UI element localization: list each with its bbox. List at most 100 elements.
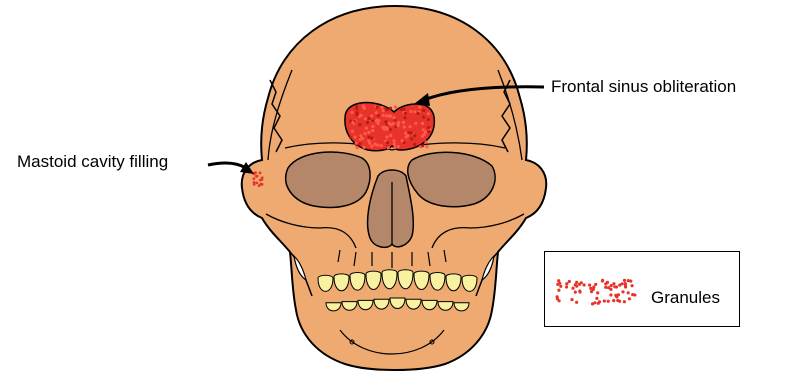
sinus-granule	[377, 114, 380, 117]
sinus-granule	[387, 146, 390, 149]
sinus-granule	[362, 146, 365, 149]
sinus-granule	[390, 123, 393, 126]
sinus-granule	[421, 122, 424, 125]
legend-granule	[618, 284, 621, 287]
sinus-granule	[349, 136, 352, 139]
legend-granule	[596, 291, 599, 294]
sinus-granule	[380, 106, 383, 109]
sinus-granule	[421, 144, 424, 147]
sinus-granule	[413, 134, 416, 137]
sinus-granule	[351, 130, 354, 133]
legend-granule	[557, 289, 560, 292]
legend-granule	[604, 282, 607, 285]
sinus-granule	[366, 121, 369, 124]
sinus-granule	[413, 143, 416, 146]
sinus-granule	[394, 105, 397, 108]
sinus-granule	[393, 143, 396, 146]
mastoid-granule	[253, 177, 256, 180]
arrow-mastoid	[208, 163, 246, 168]
sinus-granule	[409, 125, 412, 128]
legend-granule	[570, 298, 573, 301]
legend-granule	[592, 286, 595, 289]
sinus-granule	[418, 106, 421, 109]
sinus-granule	[424, 130, 427, 133]
sinus-granule	[385, 135, 388, 138]
sinus-granule	[367, 139, 370, 142]
legend-granule	[621, 290, 624, 293]
sinus-granule	[370, 114, 373, 117]
sinus-granule	[386, 128, 389, 131]
sinus-granule	[365, 127, 368, 130]
sinus-granule	[356, 113, 359, 116]
legend-granule	[607, 286, 610, 289]
sinus-granule	[401, 139, 404, 142]
sinus-granule	[389, 128, 392, 131]
legend-granule	[631, 284, 634, 287]
granules-swatch-icon	[553, 272, 643, 312]
legend-granule	[616, 299, 619, 302]
legend-granule	[607, 300, 610, 303]
sinus-granule	[397, 145, 400, 148]
sinus-granule	[400, 108, 403, 111]
legend-label: Granules	[651, 288, 720, 308]
sinus-granule	[371, 119, 374, 122]
sinus-granule	[375, 111, 378, 114]
sinus-granule	[367, 117, 370, 120]
legend-granule	[591, 302, 594, 305]
legend-granule	[565, 282, 568, 285]
legend-granule	[595, 297, 598, 300]
legend-granule	[597, 302, 600, 305]
legend-granule	[558, 299, 561, 302]
frontal-sinus-label: Frontal sinus obliteration	[551, 77, 736, 97]
legend-granule	[603, 299, 606, 302]
legend-granule	[589, 287, 592, 290]
legend-box: Granules	[544, 251, 740, 327]
sinus-granule	[427, 118, 430, 121]
legend-granule	[556, 283, 559, 286]
left-orbit	[286, 152, 370, 207]
sinus-granule	[424, 141, 427, 144]
sinus-granule	[358, 142, 361, 145]
sinus-granule	[351, 121, 354, 124]
sinus-granule	[413, 110, 416, 113]
legend-granule	[604, 286, 607, 289]
sinus-granule	[402, 108, 405, 111]
mastoid-granule	[258, 184, 261, 187]
legend-granule	[588, 284, 591, 287]
legend-granule	[624, 285, 627, 288]
sinus-granule	[371, 129, 374, 132]
sinus-granule	[389, 134, 392, 137]
sinus-granule	[355, 141, 358, 144]
legend-granule	[594, 283, 597, 286]
sinus-granule	[392, 116, 395, 119]
sinus-granule	[421, 135, 424, 138]
sinus-granule	[404, 116, 407, 119]
legend-granule	[615, 285, 618, 288]
sinus-granule	[386, 141, 389, 144]
sinus-granule	[376, 119, 379, 122]
sinus-granule	[360, 114, 363, 117]
sinus-granule	[397, 124, 400, 127]
sinus-granule	[373, 143, 376, 146]
sinus-granule	[382, 114, 385, 117]
sinus-granule	[393, 146, 396, 149]
sinus-granule	[407, 131, 410, 134]
sinus-granule	[398, 121, 401, 124]
sinus-granule	[389, 107, 392, 110]
mastoid-granule	[255, 175, 258, 178]
legend-granule	[609, 293, 612, 296]
legend-granule	[628, 297, 631, 300]
sinus-granule	[404, 112, 407, 115]
sinus-granule	[364, 117, 367, 120]
sinus-granule	[392, 139, 395, 142]
legend-granule	[623, 300, 626, 303]
legend-granule	[557, 279, 560, 282]
sinus-granule	[385, 108, 388, 111]
sinus-granule	[381, 126, 384, 129]
sinus-granule	[350, 111, 353, 114]
mastoid-granule	[256, 182, 259, 185]
legend-granule	[580, 281, 583, 284]
sinus-granule	[425, 145, 428, 148]
legend-granule	[623, 279, 626, 282]
sinus-granule	[422, 116, 425, 119]
